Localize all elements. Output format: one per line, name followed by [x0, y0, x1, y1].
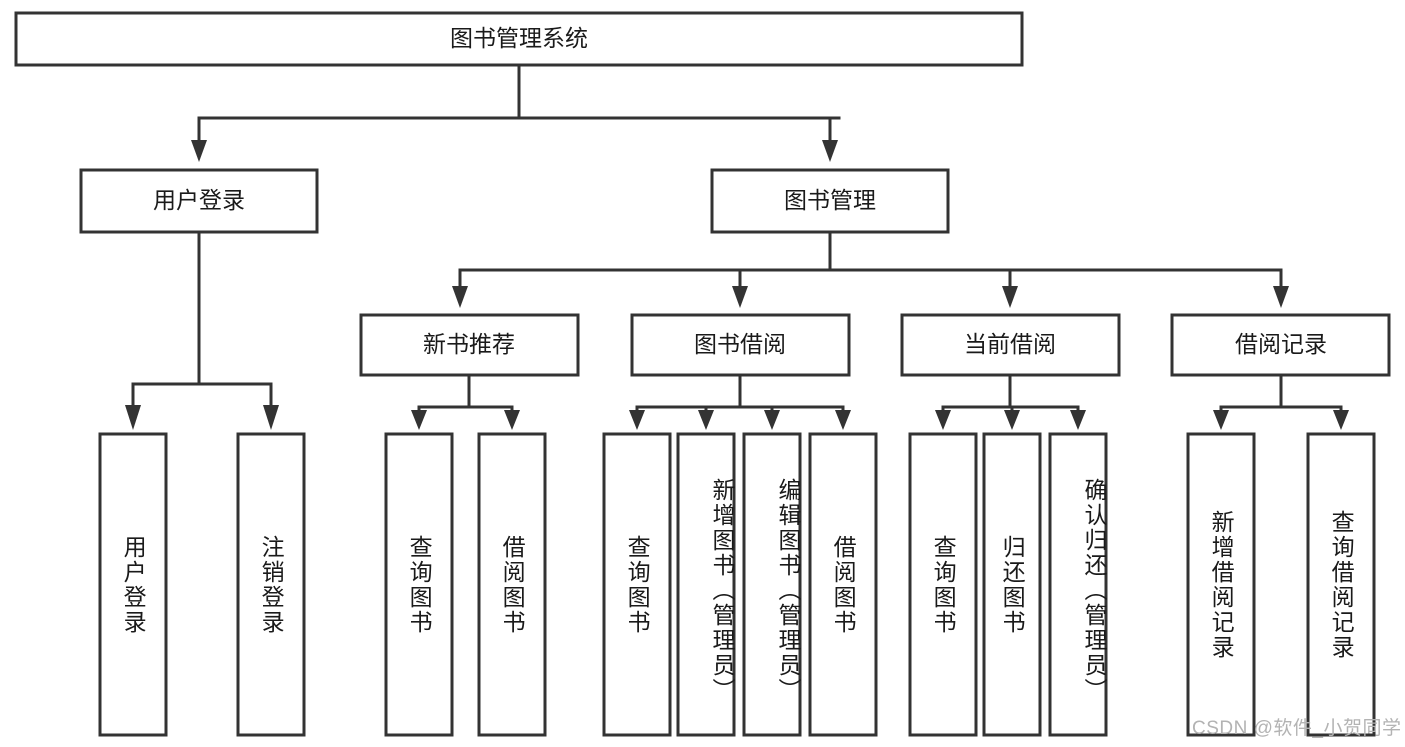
- arrow-head-bb-1: [629, 410, 645, 430]
- arrow-head-root-2: [822, 140, 838, 162]
- connector-group-new-book: [411, 373, 520, 430]
- node-book-borrow-box[interactable]: [630, 313, 851, 377]
- connector-group-current-borrow: [935, 373, 1086, 430]
- arrow-head-bb-4: [835, 410, 851, 430]
- leaf-box-borrow-book-1[interactable]: [477, 432, 547, 737]
- node-borrow-record-box[interactable]: [1170, 313, 1391, 377]
- leaf-box-return-book[interactable]: [982, 432, 1042, 737]
- arrow-head-bm-1: [452, 286, 468, 308]
- node-root-label: 图书管理系统: [450, 25, 588, 51]
- node-book-management-box[interactable]: [710, 168, 950, 234]
- node-book-borrow-label: 图书借阅: [694, 331, 786, 357]
- arrow-head-bb-3: [764, 410, 780, 430]
- arrow-head-cb-3: [1070, 410, 1086, 430]
- node-new-book-recommend-label: 新书推荐: [423, 331, 515, 357]
- arrow-head-nb-1: [411, 410, 427, 430]
- arrow-head-bb-2: [698, 410, 714, 430]
- leaf-box-add-book-admin[interactable]: [676, 432, 736, 737]
- csdn-watermark: CSDN @软件_小贺同学: [1192, 718, 1402, 739]
- node-book-management-label: 图书管理: [784, 187, 876, 213]
- leaf-box-query-borrow-record[interactable]: [1306, 432, 1376, 737]
- leaf-box-borrow-book-2[interactable]: [808, 432, 878, 737]
- leaf-box-query-book-2[interactable]: [602, 432, 672, 737]
- connector-group-book-borrow: [629, 373, 851, 430]
- arrow-head-bm-4: [1273, 286, 1289, 308]
- leaf-box-confirm-return-admin[interactable]: [1048, 432, 1108, 737]
- node-user-login-label: 用户登录: [153, 187, 245, 213]
- connector-group-user-login: [125, 230, 279, 430]
- node-borrow-record-label: 借阅记录: [1235, 331, 1327, 357]
- leaf-boxes: [98, 432, 1376, 737]
- connector-group-borrow-record: [1213, 373, 1349, 430]
- node-current-borrow-box[interactable]: [900, 313, 1121, 377]
- leaf-box-query-book-3[interactable]: [908, 432, 978, 737]
- leaf-box-logout[interactable]: [236, 432, 306, 737]
- leaf-box-user-login[interactable]: [98, 432, 168, 737]
- node-user-login-box[interactable]: [79, 168, 319, 234]
- connector-group-book-management: [452, 230, 1289, 308]
- arrow-head-br-2: [1333, 410, 1349, 430]
- arrow-head-nb-2: [504, 410, 520, 430]
- arrow-head-bm-2: [732, 286, 748, 308]
- arrow-head-br-1: [1213, 410, 1229, 430]
- node-root-box[interactable]: [14, 11, 1024, 67]
- leaf-box-edit-book-admin[interactable]: [742, 432, 802, 737]
- node-current-borrow-label: 当前借阅: [964, 331, 1056, 357]
- arrow-head-root-1: [191, 140, 207, 162]
- node-new-book-recommend-box[interactable]: [359, 313, 580, 377]
- node-boxes: 图书管理系统 用户登录 图书管理 新书推荐 图书借阅 当前借阅 借阅记录: [14, 11, 1391, 377]
- leaf-box-query-book-1[interactable]: [384, 432, 454, 737]
- leaf-box-add-borrow-record[interactable]: [1186, 432, 1256, 737]
- arrow-head-cb-1: [935, 410, 951, 430]
- arrow-head-cb-2: [1004, 410, 1020, 430]
- arrow-head-ul-1: [125, 405, 141, 430]
- connector-group-root: [191, 63, 841, 162]
- arrow-head-bm-3: [1002, 286, 1018, 308]
- arrow-head-ul-2: [263, 405, 279, 430]
